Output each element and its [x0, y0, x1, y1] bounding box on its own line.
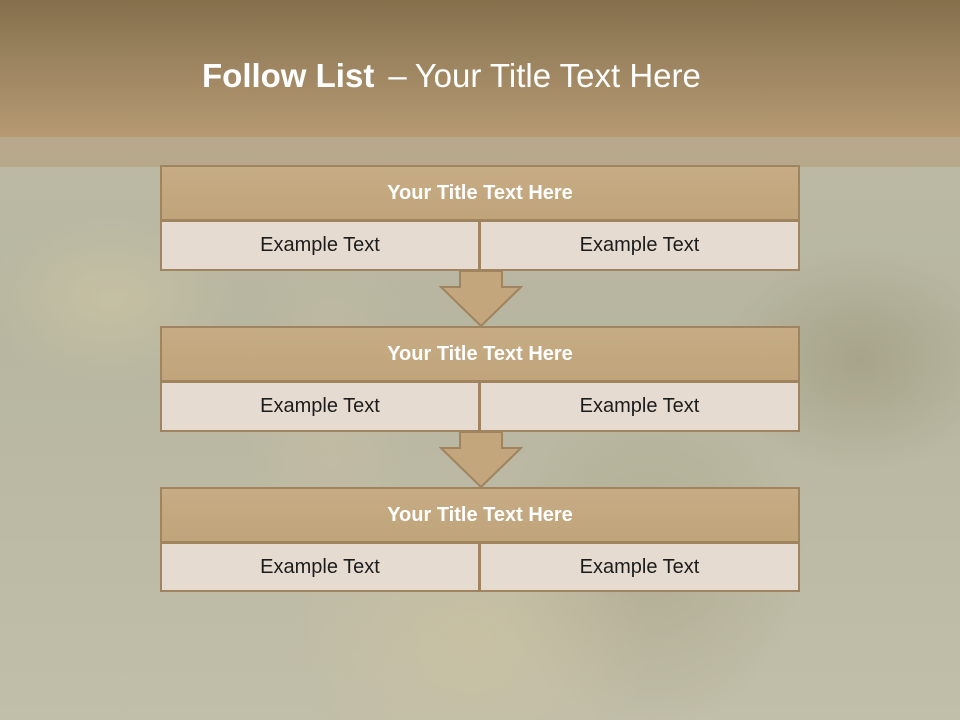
down-arrow-icon: [439, 432, 523, 488]
list-block-2: Your Title Text Here Example Text Exampl…: [160, 326, 800, 432]
slide-title-separator: –: [388, 57, 407, 94]
list-block-3: Your Title Text Here Example Text Exampl…: [160, 487, 800, 592]
block-cell-right: Example Text: [480, 221, 800, 271]
slide-title-bold: Follow List: [202, 57, 375, 94]
title-band-shadow: [0, 137, 960, 167]
block-cell-left: Example Text: [160, 382, 480, 432]
list-block-1: Your Title Text Here Example Text Exampl…: [160, 165, 800, 271]
block-title: Your Title Text Here: [160, 165, 800, 221]
block-cell-left: Example Text: [160, 543, 480, 592]
block-title: Your Title Text Here: [160, 326, 800, 382]
block-cell-right: Example Text: [480, 382, 800, 432]
down-arrow-icon: [439, 271, 523, 327]
block-cell-right: Example Text: [480, 543, 800, 592]
slide-title-rest: Your Title Text Here: [414, 57, 701, 94]
block-title: Your Title Text Here: [160, 487, 800, 543]
title-band: [0, 0, 960, 137]
slide-title: Follow List–Your Title Text Here: [202, 54, 701, 98]
block-cell-left: Example Text: [160, 221, 480, 271]
